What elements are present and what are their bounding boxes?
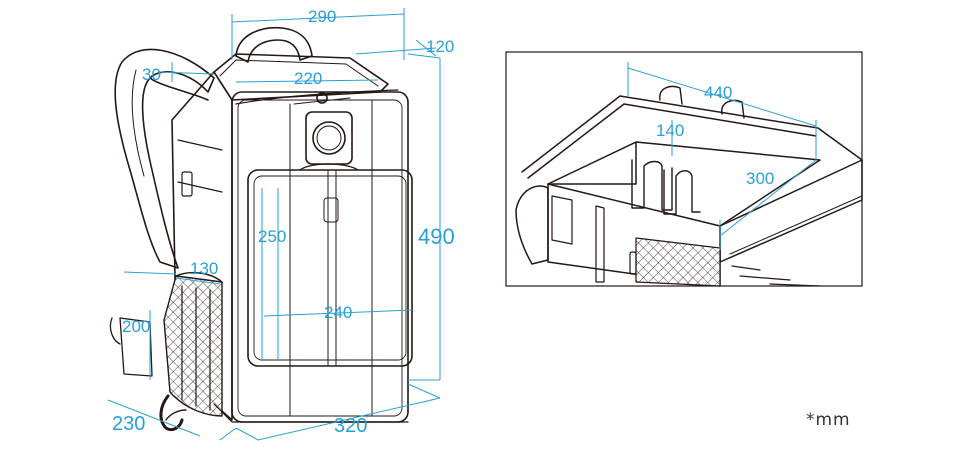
dimension-divider-height: 140 bbox=[656, 121, 684, 140]
side-mesh-pocket bbox=[163, 275, 223, 417]
top-handle bbox=[235, 26, 313, 63]
dimension-top-inner-width: 220 bbox=[294, 69, 322, 88]
shoulder-strap bbox=[114, 48, 215, 269]
dimension-base-width: 320 bbox=[334, 415, 367, 437]
inset-dimension-labels: 440 140 300 bbox=[656, 83, 774, 188]
dimension-height: 490 bbox=[418, 224, 455, 249]
inset-view: 440 140 300 bbox=[505, 51, 863, 287]
front-pocket bbox=[247, 169, 413, 367]
dimension-side-pocket-width: 130 bbox=[190, 259, 218, 278]
unit-note: *mm bbox=[806, 410, 851, 430]
dimension-pocket-width: 240 bbox=[324, 303, 352, 322]
dimension-bottle-height: 200 bbox=[122, 317, 150, 336]
dimension-open-depth: 300 bbox=[746, 169, 774, 188]
dimension-open-width: 440 bbox=[704, 83, 732, 102]
main-dimension-lines bbox=[107, 8, 441, 441]
inset-dimension-lines bbox=[627, 62, 817, 250]
dimension-pocket-height: 250 bbox=[258, 227, 286, 246]
dimension-top-width: 290 bbox=[308, 7, 336, 26]
backpack-drawing bbox=[109, 26, 413, 432]
dimension-handle-offset: 30 bbox=[142, 65, 161, 84]
dimension-top-depth: 120 bbox=[426, 37, 454, 56]
main-dimension-labels: 290 120 30 220 490 250 130 240 200 230 3… bbox=[112, 7, 455, 437]
dimension-base-depth: 230 bbox=[112, 413, 145, 435]
front-body bbox=[231, 91, 409, 423]
